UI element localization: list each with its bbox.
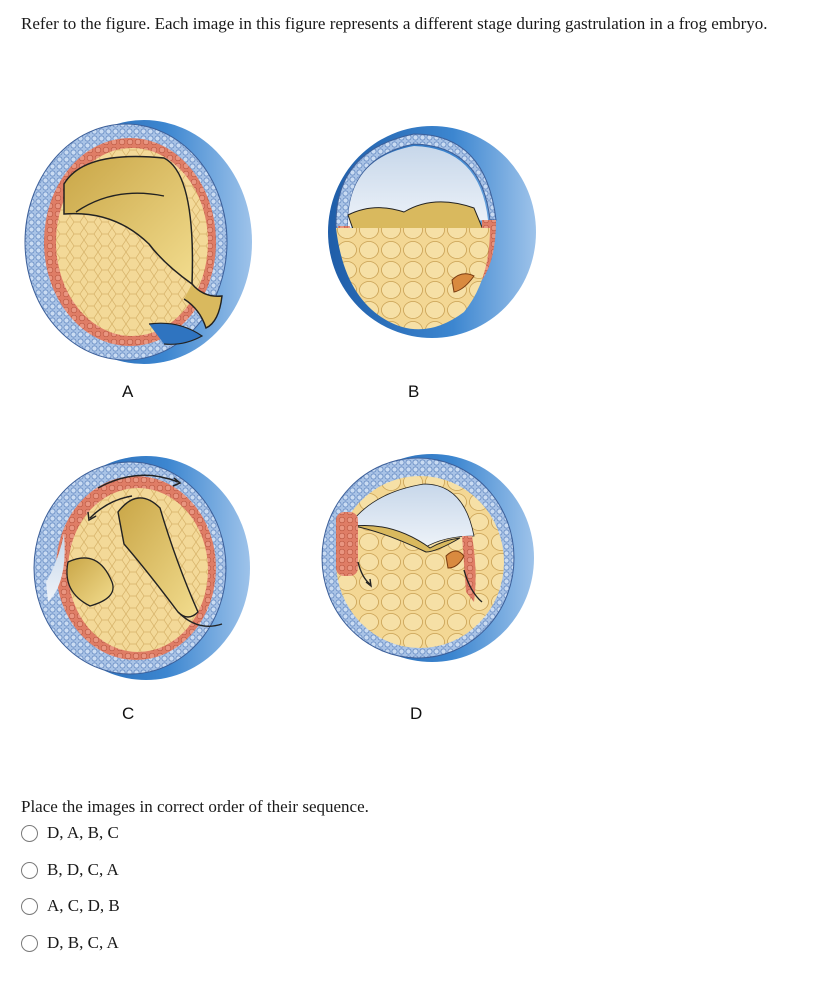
panel-c: C [28,452,263,723]
embryo-d-illustration [321,454,534,662]
answer-option-label: B, D, C, A [47,860,119,879]
radio-button-icon[interactable] [21,897,38,915]
radio-button-icon[interactable] [21,934,38,952]
radio-button-icon[interactable] [21,824,38,842]
panel-a: A [14,114,264,401]
panel-d: D [314,452,544,723]
answer-option-4[interactable]: D, B, C, A [21,930,119,956]
gastrulation-figure: A B C [14,110,554,730]
panel-a-label: A [122,382,134,401]
panel-c-label: C [122,704,135,723]
embryo-c-illustration [33,456,250,680]
answer-option-1[interactable]: D, A, B, C [21,820,119,846]
embryo-a-illustration [24,120,252,364]
panel-b: B [314,120,544,401]
answer-option-label: D, B, C, A [47,933,119,952]
embryo-b-illustration [328,126,536,338]
panel-d-label: D [410,704,423,723]
question-prompt: Place the images in correct order of the… [21,797,369,816]
radio-button-icon[interactable] [21,861,38,879]
panel-b-label: B [408,382,420,401]
answer-option-3[interactable]: A, C, D, B [21,893,120,919]
question-intro-text: Refer to the figure. Each image in this … [21,14,768,33]
answer-option-label: A, C, D, B [47,896,120,915]
answer-option-2[interactable]: B, D, C, A [21,857,119,883]
answer-option-label: D, A, B, C [47,823,119,842]
